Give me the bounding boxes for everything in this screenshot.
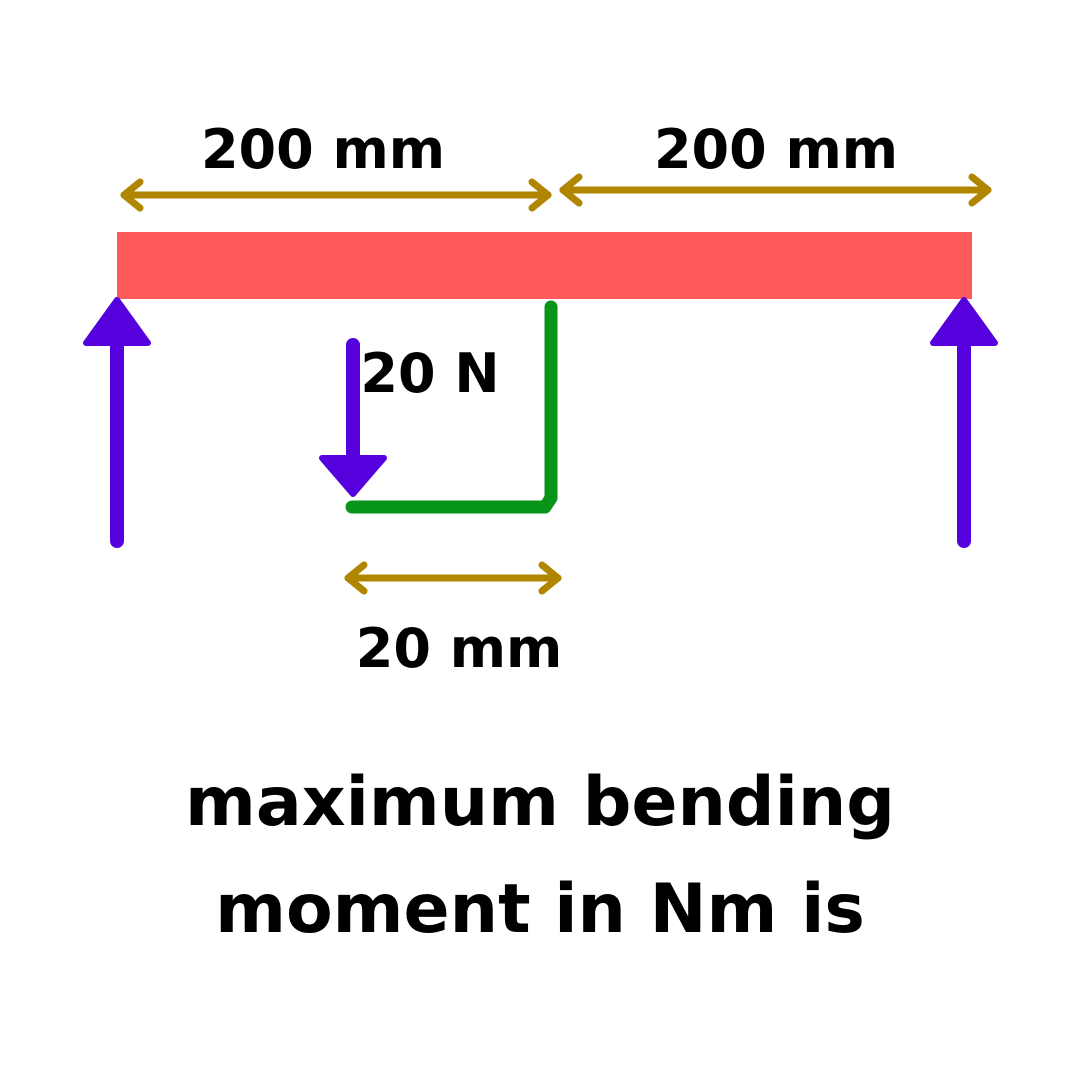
question-line-1: maximum bending <box>185 763 895 842</box>
beam <box>117 232 972 299</box>
left-span-label: 200 mm <box>201 118 445 181</box>
load-bracket <box>345 300 558 514</box>
right-span-label: 200 mm <box>654 118 898 181</box>
offset-label: 20 mm <box>356 617 562 680</box>
right-support-arrow <box>930 297 998 548</box>
left-support-arrow <box>83 297 151 548</box>
dimension-arrow-left-span <box>120 178 552 212</box>
dimension-arrow-right-span <box>559 173 992 207</box>
load-arrow <box>319 338 387 497</box>
question-line-2: moment in Nm is <box>215 870 865 949</box>
dimension-arrow-offset <box>344 561 562 595</box>
load-label: 20 N <box>360 342 499 405</box>
